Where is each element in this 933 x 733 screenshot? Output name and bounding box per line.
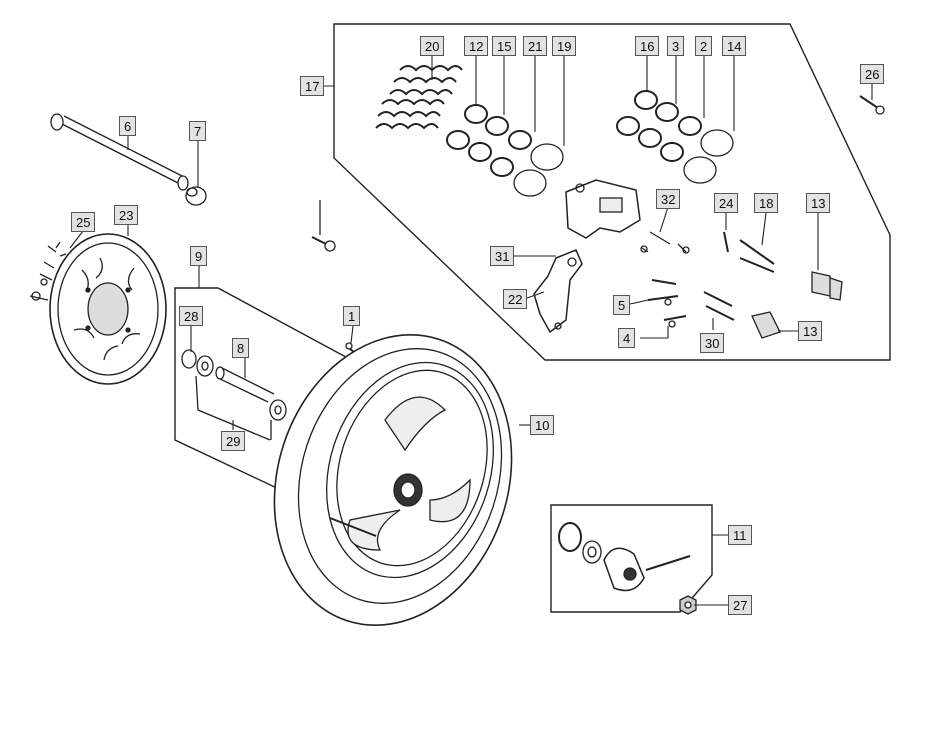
callout-11[interactable]: 11: [728, 525, 752, 545]
axle-spacer: [185, 186, 207, 206]
callout-9[interactable]: 9: [190, 246, 208, 266]
callout-17[interactable]: 17: [300, 76, 325, 96]
callout-31[interactable]: 31: [490, 246, 515, 266]
callout-19[interactable]: 19: [552, 36, 577, 56]
callout-28[interactable]: 28: [179, 306, 204, 326]
callout-30[interactable]: 30: [700, 333, 725, 353]
callout-32[interactable]: 32: [656, 189, 681, 209]
callout-13-upper[interactable]: 13: [806, 193, 831, 213]
speedo-drive-outline: [550, 504, 713, 613]
callout-25[interactable]: 25: [71, 212, 96, 232]
callout-15[interactable]: 15: [492, 36, 517, 56]
callout-8[interactable]: 8: [232, 338, 250, 358]
brake-disc: [49, 233, 167, 385]
callout-14[interactable]: 14: [722, 36, 747, 56]
callout-4[interactable]: 4: [618, 328, 636, 348]
callout-24[interactable]: 24: [714, 193, 739, 213]
caliper-springs: [375, 65, 463, 130]
bolt-26: [859, 95, 885, 115]
caliper-seals-left: [446, 104, 564, 197]
disc-bolts: [29, 241, 67, 301]
callout-7[interactable]: 7: [189, 121, 207, 141]
callout-12[interactable]: 12: [464, 36, 489, 56]
caliper-mount-bolt: [311, 200, 336, 252]
callout-3[interactable]: 3: [667, 36, 685, 56]
caliper-seals-right: [616, 90, 734, 184]
callout-27[interactable]: 27: [728, 595, 753, 615]
front-wheel: [273, 334, 513, 626]
callout-22[interactable]: 22: [503, 289, 528, 309]
callout-13-lower[interactable]: 13: [798, 321, 823, 341]
callout-2[interactable]: 2: [695, 36, 713, 56]
caliper-body: [565, 179, 641, 239]
caliper-kit-outline: [333, 23, 891, 361]
leader-lines: [69, 55, 873, 606]
speedo-drive-parts: [558, 522, 691, 592]
callout-29[interactable]: 29: [221, 431, 246, 451]
callout-23[interactable]: 23: [114, 205, 139, 225]
callout-18[interactable]: 18: [754, 193, 779, 213]
callout-5[interactable]: 5: [613, 295, 631, 315]
axle-shaft: [50, 113, 189, 191]
callout-26[interactable]: 26: [860, 64, 885, 84]
caliper-small-parts: [640, 231, 843, 339]
callout-10[interactable]: 10: [530, 415, 555, 435]
callout-20[interactable]: 20: [420, 36, 445, 56]
hub-bearings: [181, 349, 287, 441]
nut-27: [679, 595, 697, 615]
callout-21[interactable]: 21: [523, 36, 548, 56]
callout-6[interactable]: 6: [119, 116, 137, 136]
callout-16[interactable]: 16: [635, 36, 660, 56]
callout-1[interactable]: 1: [343, 306, 361, 326]
caliper-bracket: [533, 249, 583, 334]
